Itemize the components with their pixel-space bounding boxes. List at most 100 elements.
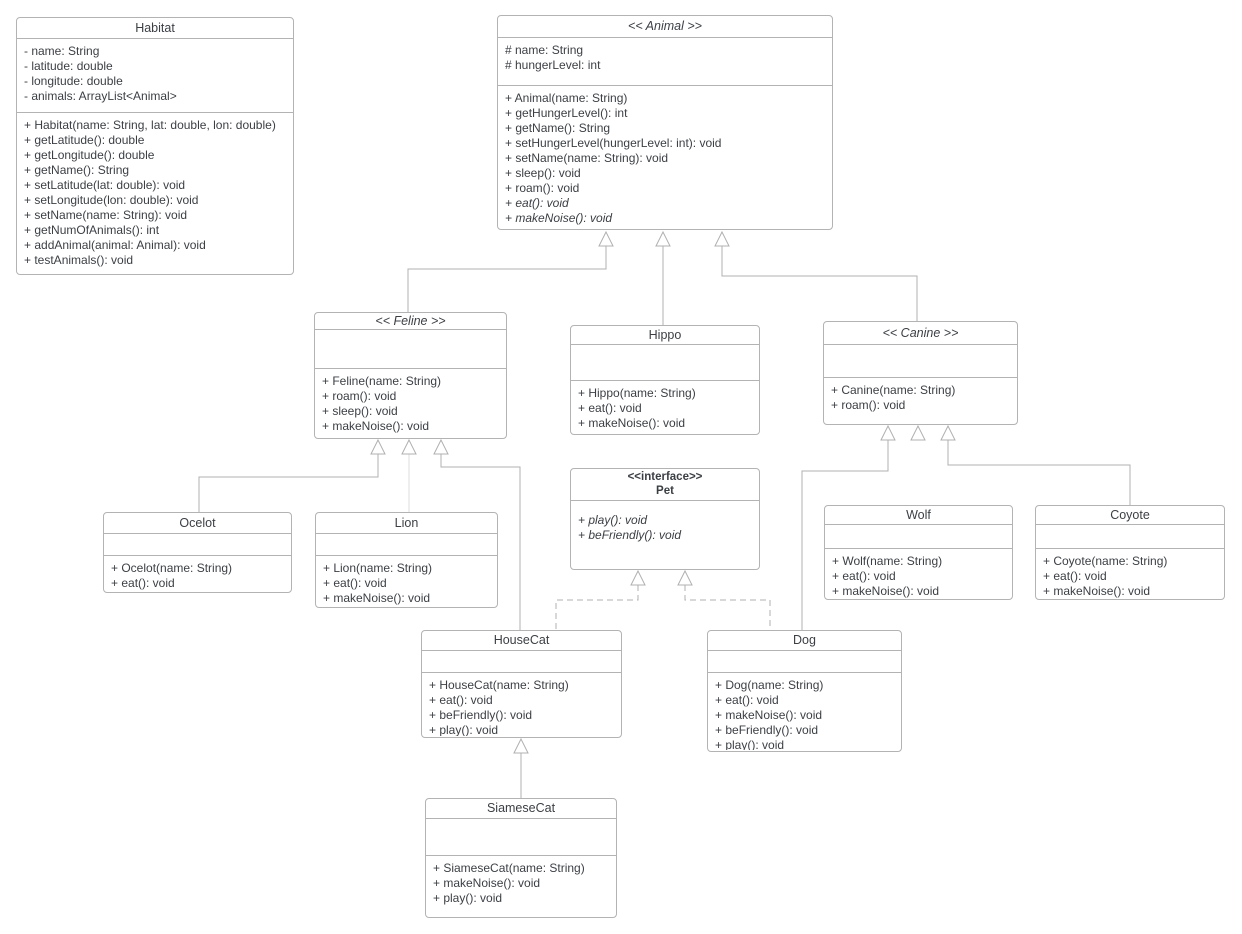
- class-name: Coyote: [1110, 507, 1150, 522]
- class-methods-housecat: + HouseCat(name: String)+ eat(): void+ b…: [422, 673, 621, 736]
- class-methods-pet: + play(): void+ beFriendly(): void: [571, 501, 759, 569]
- method-line: + Animal(name: String): [505, 91, 628, 105]
- hollow-triangle-arrowhead: [655, 230, 671, 247]
- class-attributes-siamesecat: [426, 819, 616, 856]
- class-attributes-animal: # name: String# hungerLevel: int: [498, 38, 832, 86]
- method-line: + getLatitude(): double: [24, 133, 145, 147]
- method-line: + makeNoise(): void: [1043, 584, 1151, 598]
- attribute-line: - latitude: double: [24, 59, 113, 73]
- method-line: + setLongitude(lon: double): void: [24, 193, 199, 207]
- class-attributes-canine: [824, 345, 1017, 378]
- method-line: + makeNoise(): void: [433, 876, 541, 890]
- class-box-coyote[interactable]: Coyote+ Coyote(name: String)+ eat(): voi…: [1035, 505, 1225, 600]
- hollow-triangle-arrowhead: [513, 737, 529, 754]
- class-box-animal[interactable]: << Animal >> # name: String# hungerLevel:…: [497, 15, 833, 230]
- method-line: + sleep(): void: [505, 166, 581, 180]
- edge-lion-extends-feline[interactable]: [401, 438, 417, 512]
- class-title-dog: Dog: [708, 631, 901, 651]
- hollow-triangle-arrowhead: [370, 438, 386, 455]
- edge-siamesecat-extends-housecat[interactable]: [513, 737, 529, 798]
- edge-coyote-extends-canine[interactable]: [940, 424, 1131, 505]
- method-line: + Lion(name: String): [323, 561, 433, 575]
- class-methods-hippo: + Hippo(name: String)+ eat(): void+ make…: [571, 381, 759, 433]
- method-line: + setName(name: String): void: [505, 151, 669, 165]
- class-methods-animal: + Animal(name: String)+ getHungerLevel()…: [498, 86, 832, 228]
- class-attributes-coyote: [1036, 525, 1224, 549]
- method-line: + SiameseCat(name: String): [433, 861, 585, 875]
- class-box-pet[interactable]: <<interface>>Pet+ play(): void+ beFriend…: [570, 468, 760, 570]
- class-attributes-habitat: - name: String- latitude: double- longit…: [17, 39, 293, 113]
- method-line: + eat(): void: [715, 693, 779, 707]
- method-line: + play(): void: [429, 723, 499, 736]
- method-line: + Wolf(name: String): [832, 554, 943, 568]
- hollow-triangle-arrowhead: [630, 569, 646, 586]
- method-line: + makeNoise(): void: [578, 416, 686, 430]
- edge-housecat-extends-feline[interactable]: [433, 438, 521, 630]
- class-methods-wolf: + Wolf(name: String)+ eat(): void+ makeN…: [825, 549, 1012, 598]
- method-line: + getName(): String: [505, 121, 611, 135]
- edge-housecat-implements-pet[interactable]: [555, 569, 646, 630]
- class-title-siamesecat: SiameseCat: [426, 799, 616, 819]
- method-line: + Hippo(name: String): [578, 386, 696, 400]
- class-title-wolf: Wolf: [825, 506, 1012, 525]
- class-box-feline[interactable]: << Feline >> + Feline(name: String)+ roam…: [314, 312, 507, 439]
- method-line: + eat(): void: [832, 569, 896, 583]
- class-methods-dog: + Dog(name: String)+ eat(): void+ makeNo…: [708, 673, 901, 750]
- class-attributes-hippo: [571, 345, 759, 381]
- class-box-habitat[interactable]: Habitat- name: String- latitude: double-…: [16, 17, 294, 275]
- method-line: + addAnimal(animal: Animal): void: [24, 238, 206, 252]
- class-box-siamesecat[interactable]: SiameseCat + SiameseCat(name: String)+ ma…: [425, 798, 617, 918]
- class-title-ocelot: Ocelot: [104, 513, 291, 534]
- class-box-ocelot[interactable]: Ocelot+ Ocelot(name: String)+ eat(): voi…: [103, 512, 292, 593]
- attribute-line: # hungerLevel: int: [505, 58, 601, 72]
- class-box-wolf[interactable]: Wolf + Wolf(name: String)+ eat(): void+ m…: [824, 505, 1013, 600]
- class-name: << Feline >>: [375, 313, 446, 328]
- edge-dog-extends-canine[interactable]: [801, 424, 896, 630]
- hollow-triangle-arrowhead: [880, 424, 896, 441]
- edge-dog-implements-pet[interactable]: [677, 569, 771, 630]
- class-title-animal: << Animal >>: [498, 16, 832, 38]
- class-attributes-dog: [708, 651, 901, 673]
- method-line: + eat(): void: [578, 401, 642, 415]
- method-line: + getLongitude(): double: [24, 148, 155, 162]
- class-methods-habitat: + Habitat(name: String, lat: double, lon…: [17, 113, 293, 273]
- class-methods-feline: + Feline(name: String)+ roam(): void+ sl…: [315, 369, 506, 437]
- class-name: << Canine >>: [882, 325, 959, 340]
- class-box-dog[interactable]: Dog + Dog(name: String)+ eat(): void+ mak…: [707, 630, 902, 752]
- class-title-housecat: HouseCat: [422, 631, 621, 651]
- edge-ocelot-extends-feline[interactable]: [198, 438, 386, 512]
- class-name: << Animal >>: [628, 19, 702, 34]
- method-line: + setLatitude(lat: double): void: [24, 178, 186, 192]
- method-line: + makeNoise(): void: [832, 584, 940, 598]
- class-name: SiameseCat: [486, 801, 556, 816]
- class-box-housecat[interactable]: HouseCat + HouseCat(name: String)+ eat():…: [421, 630, 622, 738]
- class-attributes-wolf: [825, 525, 1012, 549]
- hollow-triangle-arrowhead: [598, 230, 614, 247]
- hollow-triangle-arrowhead: [910, 424, 926, 441]
- hollow-triangle-arrowhead: [940, 424, 956, 441]
- method-line: + Canine(name: String): [831, 383, 956, 397]
- class-box-lion[interactable]: Lion+ Lion(name: String)+ eat(): void+ m…: [315, 512, 498, 608]
- class-box-hippo[interactable]: Hippo+ Hippo(name: String)+ eat(): void+…: [570, 325, 760, 435]
- class-attributes-housecat: [422, 651, 621, 673]
- class-title-habitat: Habitat: [17, 18, 293, 39]
- class-attributes-ocelot: [104, 534, 291, 556]
- method-line: + eat(): void: [429, 693, 493, 707]
- edge-wolf-extends-canine[interactable]: [910, 424, 926, 441]
- method-line: + getHungerLevel(): int: [505, 106, 628, 120]
- hollow-triangle-arrowhead: [433, 438, 449, 455]
- class-title-feline: << Feline >>: [315, 313, 506, 330]
- method-line: + Habitat(name: String, lat: double, lon…: [24, 118, 276, 132]
- method-line: + makeNoise(): void: [715, 708, 823, 722]
- method-line: + beFriendly(): void: [715, 723, 819, 737]
- method-line: + play(): void: [578, 513, 648, 527]
- edge-feline-extends-animal[interactable]: [407, 230, 614, 312]
- class-name: Dog: [793, 633, 816, 648]
- edge-canine-extends-animal[interactable]: [714, 230, 918, 321]
- method-line: + eat(): void: [1043, 569, 1107, 583]
- edge-hippo-extends-animal[interactable]: [655, 230, 671, 325]
- class-box-canine[interactable]: << Canine >>+ Canine(name: String)+ roam…: [823, 321, 1018, 425]
- class-name: Ocelot: [179, 515, 216, 530]
- method-line: + eat(): void: [323, 576, 387, 590]
